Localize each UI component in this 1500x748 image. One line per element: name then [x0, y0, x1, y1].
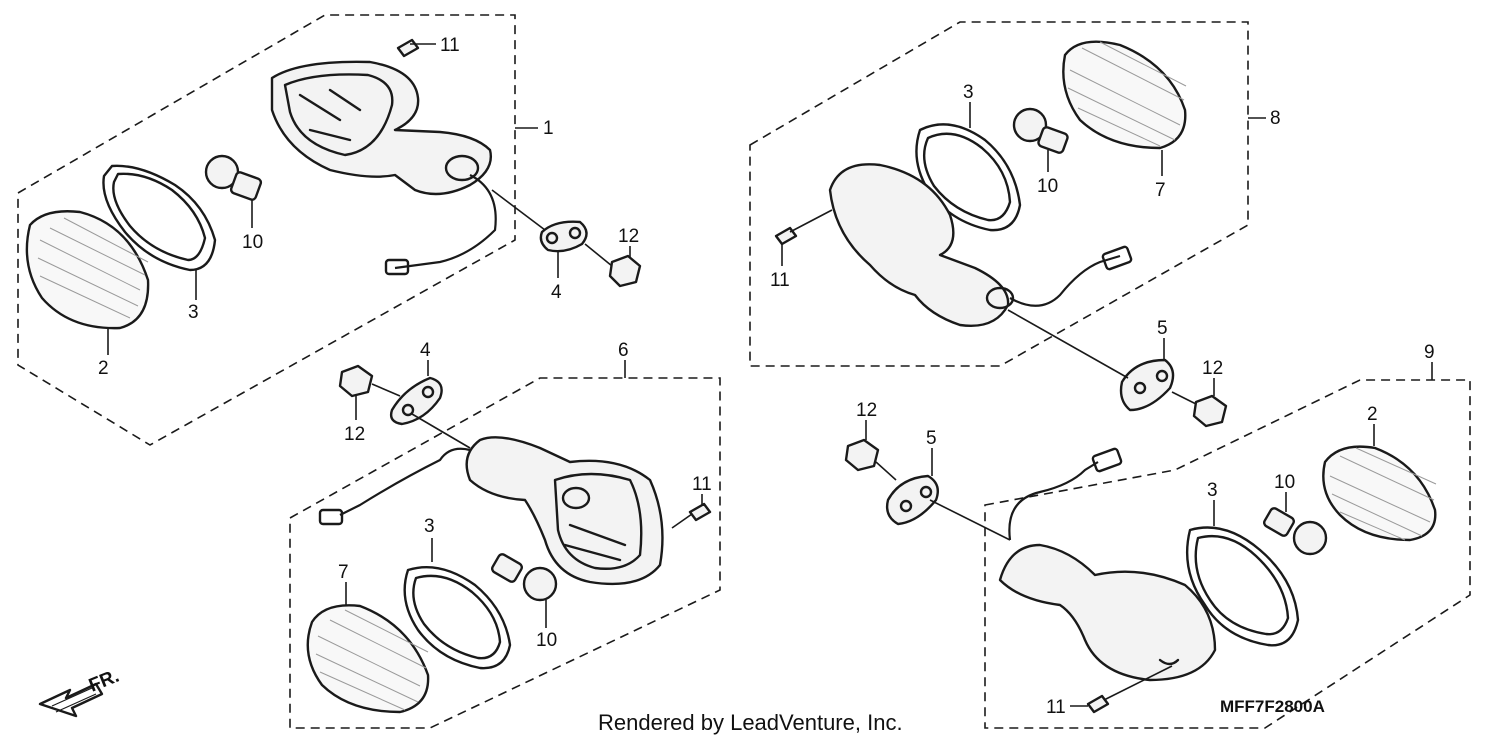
lens-7-right — [1062, 40, 1187, 176]
callout-12-lower: 12 — [856, 400, 877, 421]
callout-5-top: 5 — [1157, 318, 1168, 339]
lens-2-left — [25, 210, 150, 330]
callout-6: 6 — [618, 340, 629, 361]
callout-10-bottom: 10 — [536, 630, 557, 651]
bulb-10-right — [1012, 107, 1069, 172]
callout-11-mid: 11 — [692, 474, 712, 495]
group-box-9 — [984, 379, 1471, 729]
plate-4-top — [491, 189, 588, 253]
group-box-1 — [17, 14, 516, 446]
direction-label: FR. — [86, 666, 122, 697]
nut-12-lower — [844, 420, 897, 481]
callout-12-right: 12 — [1202, 358, 1223, 379]
credit-text: Rendered by LeadVenture, Inc. — [598, 710, 903, 735]
lens-7-bottom — [306, 582, 430, 714]
callout-2-right: 2 — [1367, 404, 1378, 425]
callout-4-mid: 4 — [420, 340, 431, 361]
group-box-6 — [289, 377, 721, 729]
callout-7-right: 7 — [1155, 180, 1166, 201]
callout-10-left: 10 — [242, 232, 263, 253]
callout-3-left: 3 — [188, 302, 199, 323]
callout-1: 1 — [543, 118, 554, 139]
callout-3-right: 3 — [963, 82, 974, 103]
callout-10-lower: 10 — [1274, 472, 1295, 493]
front-direction-arrow-icon — [38, 682, 104, 718]
winker-housing-8 — [828, 163, 1133, 327]
bulb-10-lower — [1263, 492, 1328, 556]
gasket-3-lower — [1185, 500, 1300, 647]
screw-11-mid — [671, 494, 712, 529]
plate-4-mid — [389, 360, 471, 449]
winker-housing-1 — [270, 60, 497, 276]
callout-11-lower: 11 — [1046, 697, 1066, 718]
group-box-8 — [749, 21, 1249, 367]
callout-11-top: 11 — [440, 35, 460, 56]
screw-11-lower — [1070, 665, 1173, 714]
callout-10-right: 10 — [1037, 176, 1058, 197]
callout-4-top: 4 — [551, 282, 562, 303]
callout-9: 9 — [1424, 342, 1435, 363]
bulb-10-bottom — [491, 553, 558, 628]
winker-housing-6 — [318, 436, 664, 586]
plate-5-lower — [885, 448, 1011, 541]
callout-3-bottom: 3 — [424, 516, 435, 537]
nut-12-mid — [338, 364, 401, 420]
callout-8: 8 — [1270, 108, 1281, 129]
diagram-code: MFF7F2800A — [1220, 697, 1325, 716]
callout-7-bottom: 7 — [338, 562, 349, 583]
bulb-10-left — [204, 154, 263, 201]
gasket-3-left — [102, 164, 217, 272]
callout-5-lower: 5 — [926, 428, 937, 449]
nut-12-top — [584, 243, 642, 288]
screw-11-top — [396, 38, 436, 58]
winker-housing-9 — [998, 447, 1217, 682]
callout-12-mid: 12 — [344, 424, 365, 445]
screw-11-right — [774, 209, 833, 266]
callout-2-left: 2 — [98, 358, 109, 379]
lens-2-right — [1322, 424, 1437, 542]
callout-3-lower: 3 — [1207, 480, 1218, 501]
plate-5-top — [1007, 309, 1197, 412]
callout-12-top: 12 — [618, 226, 639, 247]
gasket-3-bottom — [403, 538, 512, 670]
callout-11-right: 11 — [770, 270, 790, 291]
nut-12-right — [1192, 378, 1228, 428]
